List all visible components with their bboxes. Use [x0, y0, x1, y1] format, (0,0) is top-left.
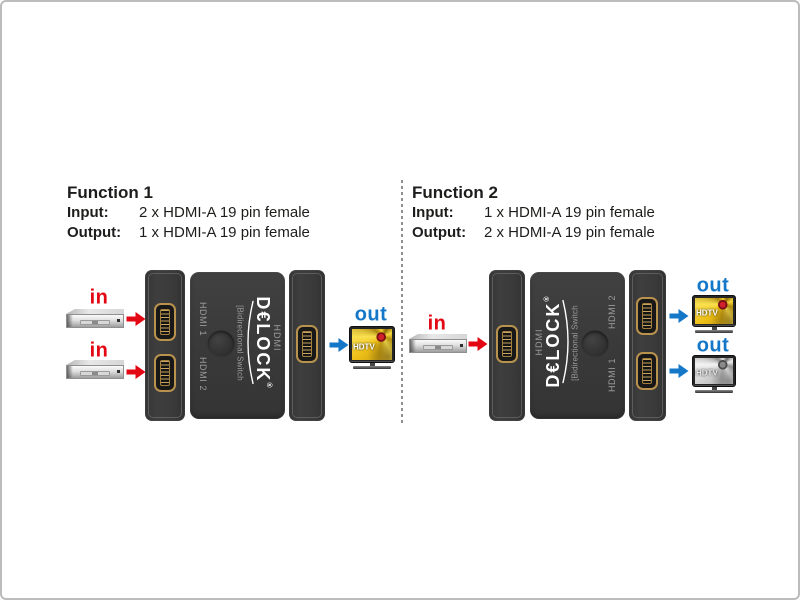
hdtv-display-inactive: HDTV	[692, 355, 736, 393]
hdmi1-port-label: HDMI 1	[198, 301, 208, 337]
hdmi-pins	[502, 331, 512, 357]
power-led	[460, 344, 463, 348]
function2-title: Function 2	[412, 183, 498, 202]
out-label: out	[696, 274, 730, 297]
source-player-1	[66, 309, 124, 328]
registered-mark: ®	[265, 382, 272, 388]
function2-output-row: Output: 2 x HDMI-A 19 pin female	[412, 223, 742, 243]
in-label: in	[89, 339, 109, 362]
input-value: 1 x HDMI-A 19 pin female	[484, 204, 655, 221]
hdtv-screen-label: HDTV	[696, 308, 718, 318]
delock-logo: D€LOCK®	[543, 296, 570, 388]
red-arrow-icon	[126, 365, 146, 379]
bidirectional-switch-label: [Bidirectional Switch	[570, 305, 580, 381]
red-arrow-icon	[468, 337, 488, 351]
hdmi2-port-label: HDMI 2	[607, 294, 617, 330]
player-top-face	[66, 360, 124, 365]
hdmi-port-in	[496, 325, 518, 363]
switch-body	[190, 272, 285, 419]
hdmi-interface-label: HDMI	[272, 324, 282, 352]
blue-arrow-icon	[669, 309, 689, 323]
hdmi-pins	[642, 303, 652, 329]
hdmi-pins	[160, 309, 170, 335]
input-value: 2 x HDMI-A 19 pin female	[139, 204, 310, 221]
output-label: Output:	[67, 224, 122, 241]
tv-base	[695, 390, 733, 393]
hdmi1-port-label: HDMI 1	[607, 357, 617, 393]
out-label: out	[354, 303, 388, 326]
tv-screen-color: HDTV	[695, 298, 733, 324]
player-top-face	[409, 334, 467, 339]
hdmi-port-2	[636, 297, 658, 335]
out-label: out	[696, 334, 730, 357]
source-player-3	[409, 334, 467, 353]
player-front-face	[409, 339, 467, 353]
output-value: 1 x HDMI-A 19 pin female	[139, 224, 310, 241]
function1-output-row: Output: 1 x HDMI-A 19 pin female	[67, 223, 397, 243]
hdmi2-port-label: HDMI 2	[198, 356, 208, 392]
in-label: in	[89, 286, 109, 309]
player-front-face	[66, 314, 124, 328]
brand-text: D€LOCK	[543, 301, 563, 388]
hdmi-port-2	[154, 354, 176, 392]
hdmi-port-1	[636, 352, 658, 390]
player-side-shade	[67, 315, 73, 327]
hdmi-pins	[160, 360, 170, 386]
hdtv-screen-label: HDTV	[696, 368, 718, 378]
input-label: Input:	[67, 204, 109, 221]
function1-spec-block: Function 1 Input: 2 x HDMI-A 19 pin fema…	[67, 182, 397, 243]
function2-spec-block: Function 2 Input: 1 x HDMI-A 19 pin fema…	[412, 182, 742, 243]
source-player-2	[66, 360, 124, 379]
player-top-face	[66, 309, 124, 314]
function2-input-row: Input: 1 x HDMI-A 19 pin female	[412, 203, 742, 223]
switch-body	[530, 272, 625, 419]
player-side-shade	[67, 366, 73, 378]
player-side-shade	[410, 340, 416, 352]
disc-slot	[423, 344, 453, 350]
hdmi-pins	[642, 358, 652, 384]
function1-input-row: Input: 2 x HDMI-A 19 pin female	[67, 203, 397, 223]
bidirectional-switch-label: [Bidirectional Switch	[235, 305, 245, 381]
logo-swoosh-icon	[247, 300, 254, 384]
in-label: in	[427, 312, 447, 335]
input-label: Input:	[412, 204, 454, 221]
delock-logo: D€LOCK®	[246, 296, 273, 388]
blue-arrow-icon	[669, 364, 689, 378]
hdmi-port-out	[296, 325, 318, 363]
hdmi-pins	[302, 331, 312, 357]
hdtv-display-active: HDTV	[692, 295, 736, 333]
tv-frame: HDTV	[692, 295, 736, 327]
function1-title: Function 1	[67, 183, 153, 202]
input-port-panel	[145, 270, 185, 421]
switch-button[interactable]	[581, 330, 609, 358]
hdtv-screen-label: HDTV	[353, 342, 375, 352]
switch-button[interactable]	[207, 330, 235, 358]
section-divider	[401, 180, 403, 424]
tv-frame: HDTV	[692, 355, 736, 387]
tv-pedestal	[711, 327, 717, 330]
hdtv-display: HDTV	[349, 326, 395, 369]
disc-slot	[80, 319, 110, 325]
brand-text: D€LOCK	[253, 296, 273, 383]
red-arrow-icon	[126, 312, 146, 326]
tv-base	[695, 330, 733, 333]
power-led	[117, 319, 120, 323]
hdmi-port-1	[154, 303, 176, 341]
output-value: 2 x HDMI-A 19 pin female	[484, 224, 655, 241]
tv-pedestal	[711, 387, 717, 390]
tv-screen-color: HDTV	[352, 329, 392, 360]
tv-base	[353, 366, 391, 369]
power-led	[117, 370, 120, 374]
output-port-panel	[629, 270, 666, 421]
disc-slot	[80, 370, 110, 376]
output-label: Output:	[412, 224, 467, 241]
player-front-face	[66, 365, 124, 379]
blue-arrow-icon	[329, 338, 349, 352]
tv-screen-gray: HDTV	[695, 358, 733, 384]
registered-mark: ®	[544, 296, 551, 302]
tv-frame: HDTV	[349, 326, 395, 363]
logo-swoosh-icon	[562, 300, 569, 384]
tv-pedestal	[369, 363, 375, 366]
